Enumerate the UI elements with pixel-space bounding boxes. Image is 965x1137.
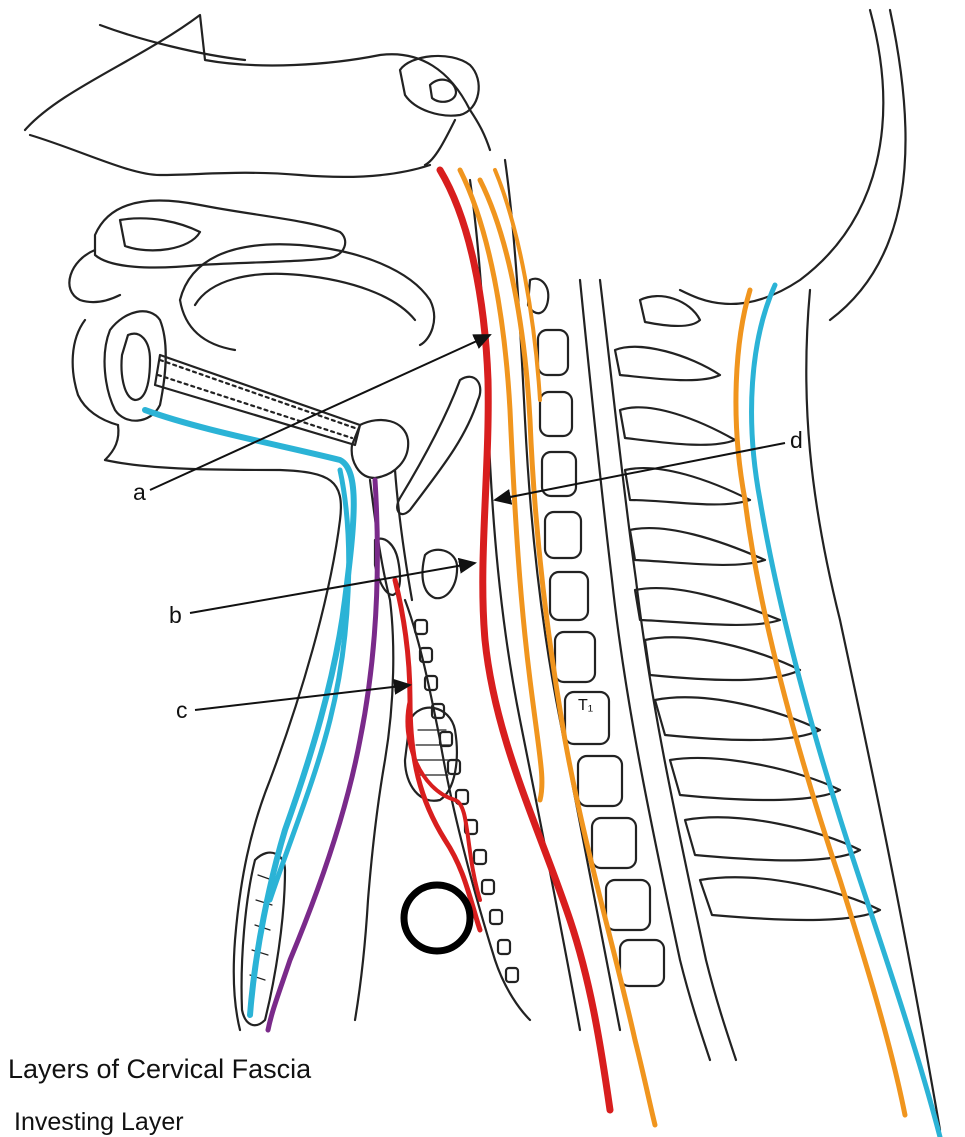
diagram-title: Layers of Cervical Fascia bbox=[8, 1054, 311, 1085]
investing-layer-posterior bbox=[752, 285, 940, 1137]
layer-caption-investing: Investing Layer bbox=[14, 1108, 184, 1137]
label-a: a bbox=[133, 479, 146, 505]
label-vertebra-t1: T₁ bbox=[578, 697, 593, 714]
pretracheal-layer bbox=[395, 580, 480, 930]
label-arrows bbox=[150, 335, 785, 710]
circle-marker bbox=[404, 885, 470, 951]
label-d: d bbox=[790, 427, 803, 453]
prevertebral-layer bbox=[480, 180, 655, 1125]
prevertebral-layer-posterior bbox=[736, 290, 905, 1115]
arrow-c bbox=[195, 685, 410, 710]
fascia-layers bbox=[145, 170, 940, 1137]
label-c: c bbox=[176, 697, 188, 723]
arrow-a bbox=[150, 335, 490, 490]
label-b: b bbox=[169, 602, 182, 628]
